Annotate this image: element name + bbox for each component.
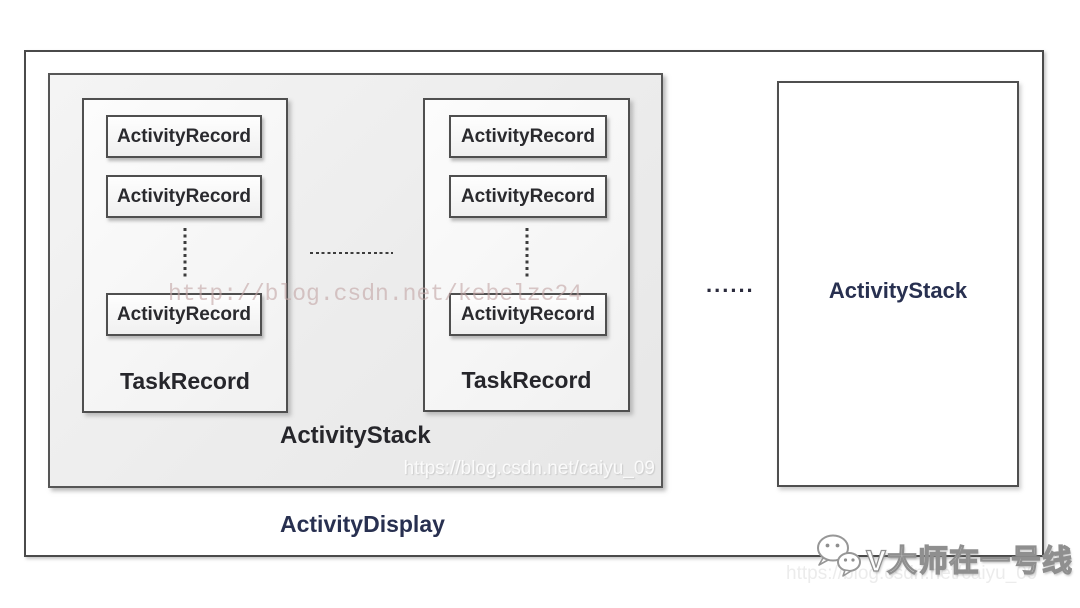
inter-stack-ellipsis: ...... [706,272,755,297]
activity-record-box: ActivityRecord [106,175,262,218]
activity-stack-box-right: ActivityStack [777,81,1019,487]
task-record-box-1: ActivityRecord ActivityRecord ActivityRe… [82,98,288,413]
activity-record-box: ActivityRecord [106,293,262,336]
watermark-center: http://blog.csdn.net/kebelzc24 [168,281,583,307]
vertical-ellipsis-connector [183,228,187,280]
inter-task-dashed-line [310,252,393,254]
task-record-label: TaskRecord [461,367,592,393]
activity-record-box: ActivityRecord [449,293,607,336]
task-record-label: TaskRecord [120,368,250,394]
watermark-stack: https://blog.csdn.net/caiyu_09 [403,458,655,479]
brand-logo-text: V大师在一号线 [865,544,1074,578]
activity-display-box: ActivityRecord ActivityRecord ActivityRe… [24,50,1044,557]
activity-display-label: ActivityDisplay [280,511,445,537]
activity-record-box: ActivityRecord [449,175,607,218]
activity-stack-label: ActivityStack [828,278,968,303]
activity-stack-box: ActivityRecord ActivityRecord ActivityRe… [48,73,663,488]
wechat-icon [812,531,864,584]
activity-record-box: ActivityRecord [449,115,607,158]
task-record-box-2: ActivityRecord ActivityRecord ActivityRe… [423,98,630,412]
activity-stack-label: ActivityStack [280,422,431,449]
activity-record-box: ActivityRecord [106,115,262,158]
vertical-ellipsis-connector [525,228,528,280]
brand-badge: V大师在一号线 [812,531,1073,584]
